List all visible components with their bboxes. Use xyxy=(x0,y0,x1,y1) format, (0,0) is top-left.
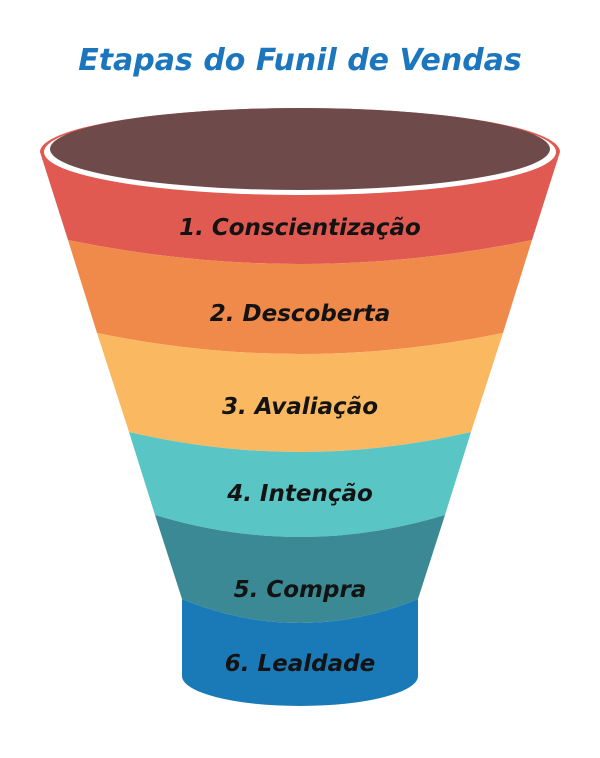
funnel-stage-2-label: 2. Descoberta xyxy=(210,301,391,327)
funnel-stage-4-label: 4. Intenção xyxy=(226,481,373,507)
funnel-stage-2-shape xyxy=(68,240,532,354)
funnel-stage-3-label: 3. Avaliação xyxy=(222,394,378,420)
page-title: Etapas do Funil de Vendas xyxy=(78,43,522,78)
funnel-stage-6-label: 6. Lealdade xyxy=(225,651,375,677)
funnel-stage-6-shape xyxy=(182,599,418,706)
funnel-stage-5-label: 5. Compra xyxy=(234,577,367,603)
funnel-stage-3-shape xyxy=(97,333,503,452)
funnel-stage-5-shape xyxy=(155,515,445,623)
funnel-stage-1-label: 1. Conscientização xyxy=(179,215,421,241)
funnel-top-opening xyxy=(50,108,550,190)
funnel-stage-4-shape xyxy=(129,432,471,537)
